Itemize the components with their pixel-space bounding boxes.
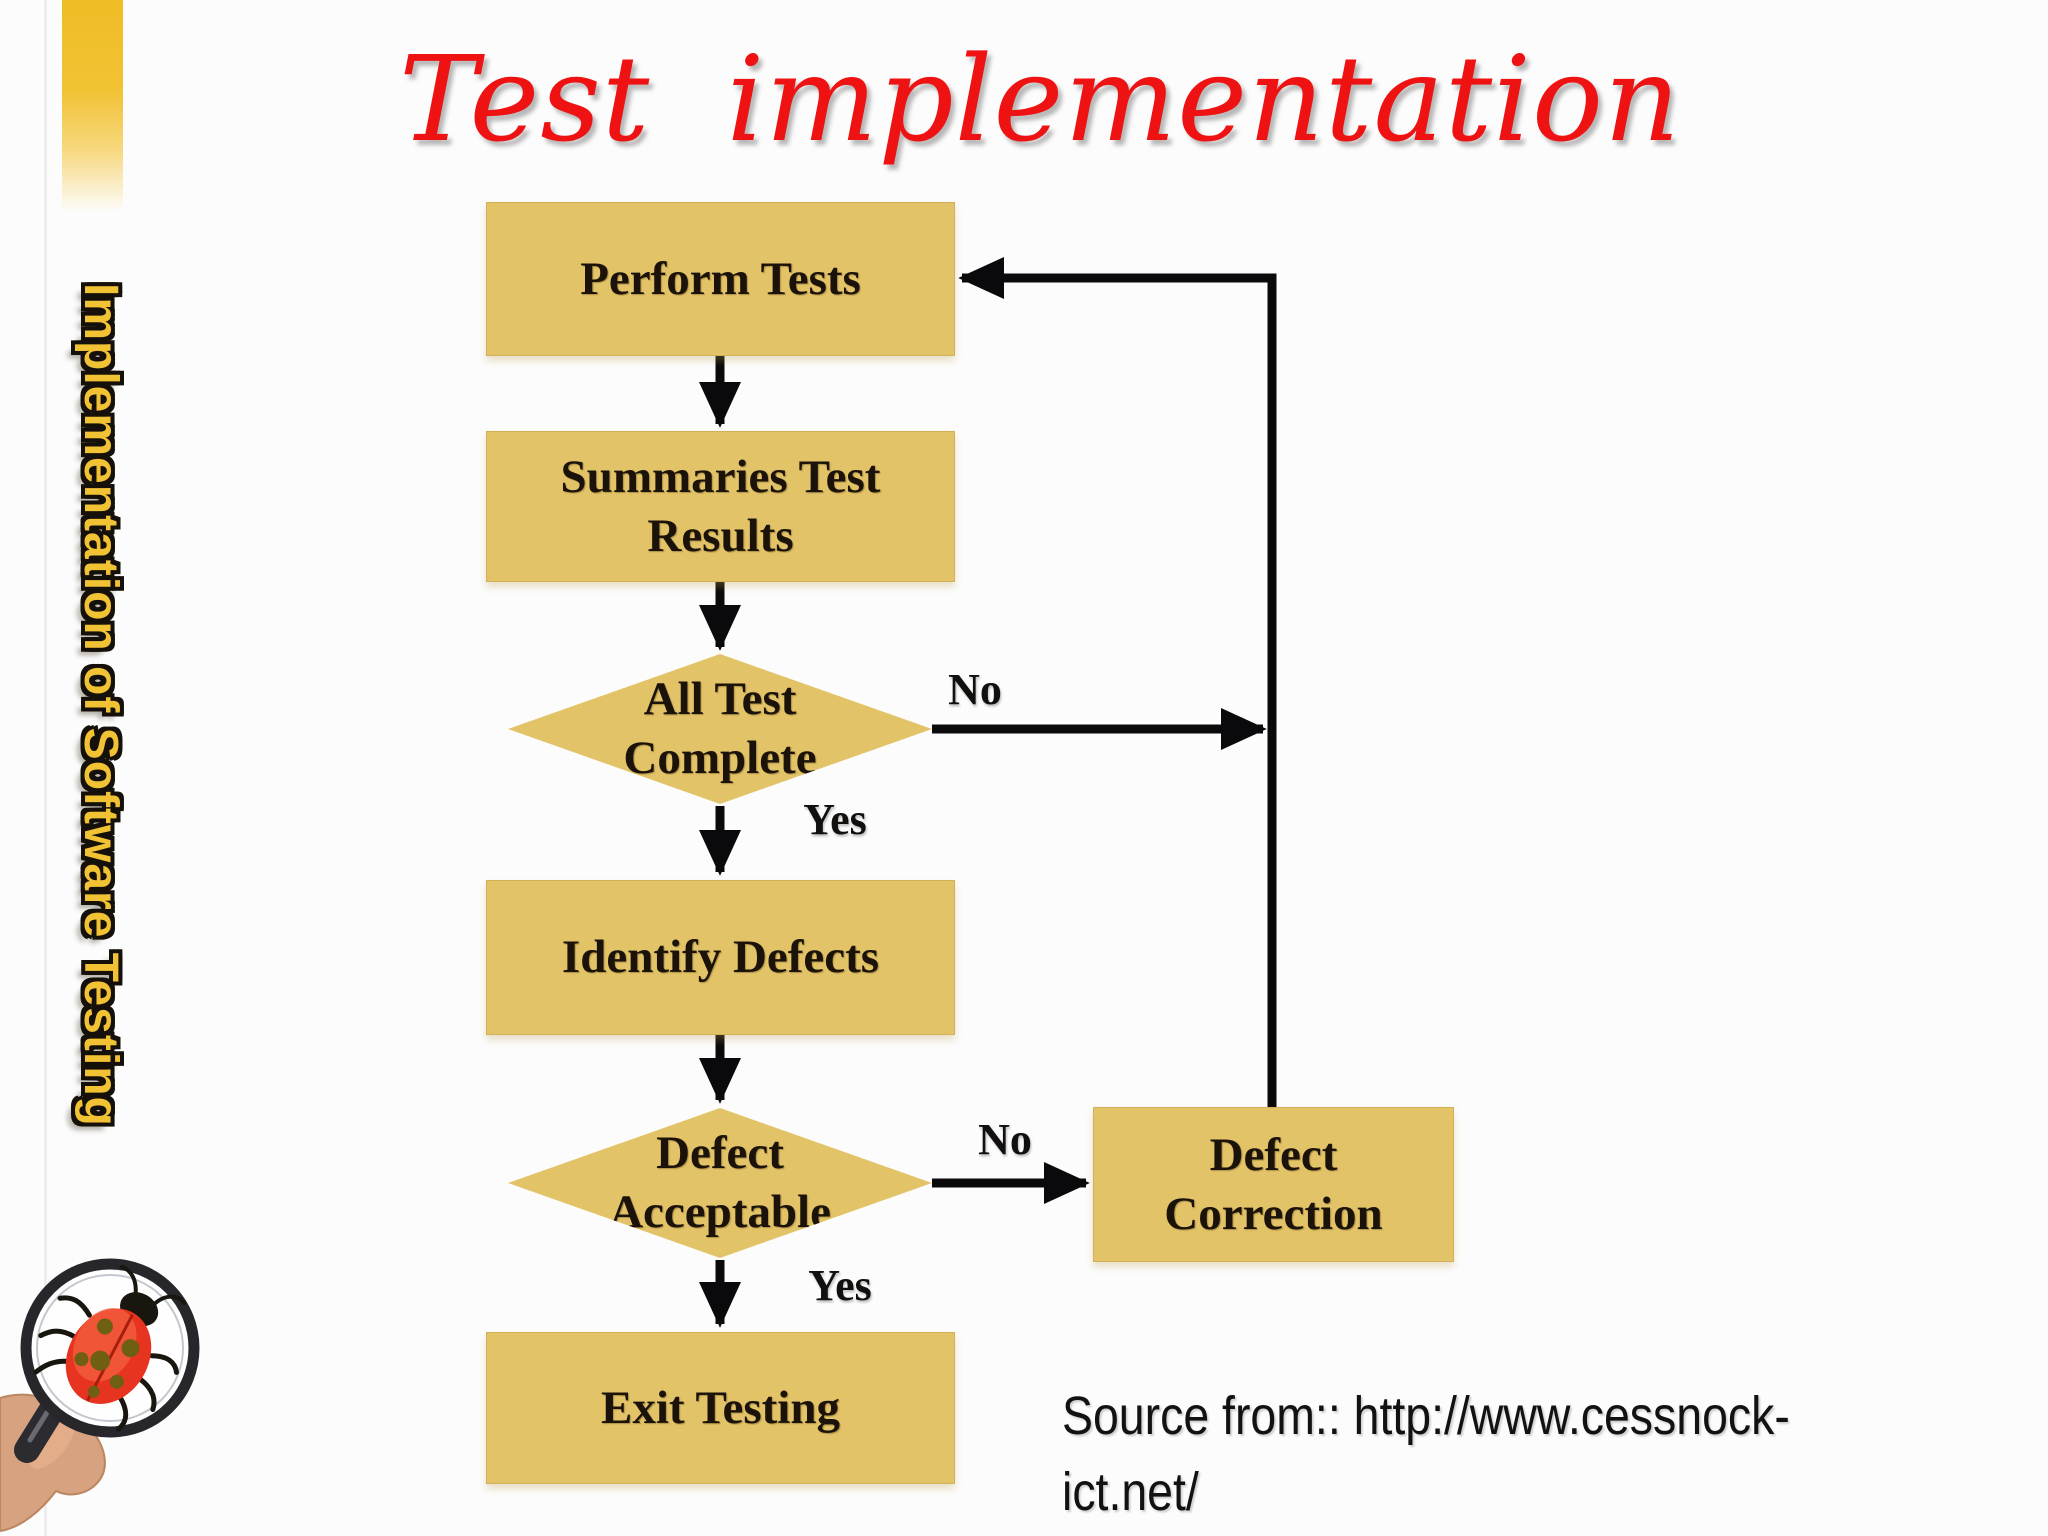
ladybug-magnifier-image — [0, 1258, 200, 1533]
source-caption-line2: ict.net/ — [1062, 1462, 1199, 1522]
flow-node-summaries-test-results: Summaries Test Results — [486, 431, 955, 582]
ladybug-icon — [33, 1265, 187, 1432]
yellow-accent-bar — [62, 0, 123, 215]
flow-node-perform-tests: Perform Tests — [486, 202, 955, 356]
flow-node-label: All Test Complete — [623, 673, 817, 784]
branch-label-all-test-complete-yes: Yes — [803, 795, 867, 844]
flow-node-label: Summaries Test Results — [560, 450, 881, 562]
flow-node-defect-correction: Defect Correction — [1093, 1107, 1454, 1262]
flow-node-exit-testing: Exit Testing — [486, 1332, 955, 1484]
flow-node-label: Identify Defects — [561, 931, 880, 984]
flow-node-label: Defect Correction — [1164, 1128, 1383, 1240]
branch-label-all-test-complete-no: No — [948, 665, 1002, 714]
source-caption-line1: Source from:: http://www.cessnock- — [1062, 1386, 1790, 1446]
source-caption: Source from:: http://www.cessnock- ict.n… — [1062, 1378, 1922, 1530]
flow-node-label: Exit Testing — [601, 1381, 840, 1434]
branch-label-defect-acceptable-yes: Yes — [808, 1261, 872, 1310]
edge-feedback-loop — [958, 257, 1277, 1108]
flow-node-identify-defects: Identify Defects — [486, 880, 955, 1035]
flow-node-label: Defect Acceptable — [609, 1127, 831, 1238]
page-title: Test implementation — [398, 30, 1682, 168]
branch-label-defect-acceptable-no: No — [978, 1115, 1032, 1164]
flow-node-label: Perform Tests — [580, 252, 861, 305]
left-edge-divider — [44, 0, 47, 1536]
